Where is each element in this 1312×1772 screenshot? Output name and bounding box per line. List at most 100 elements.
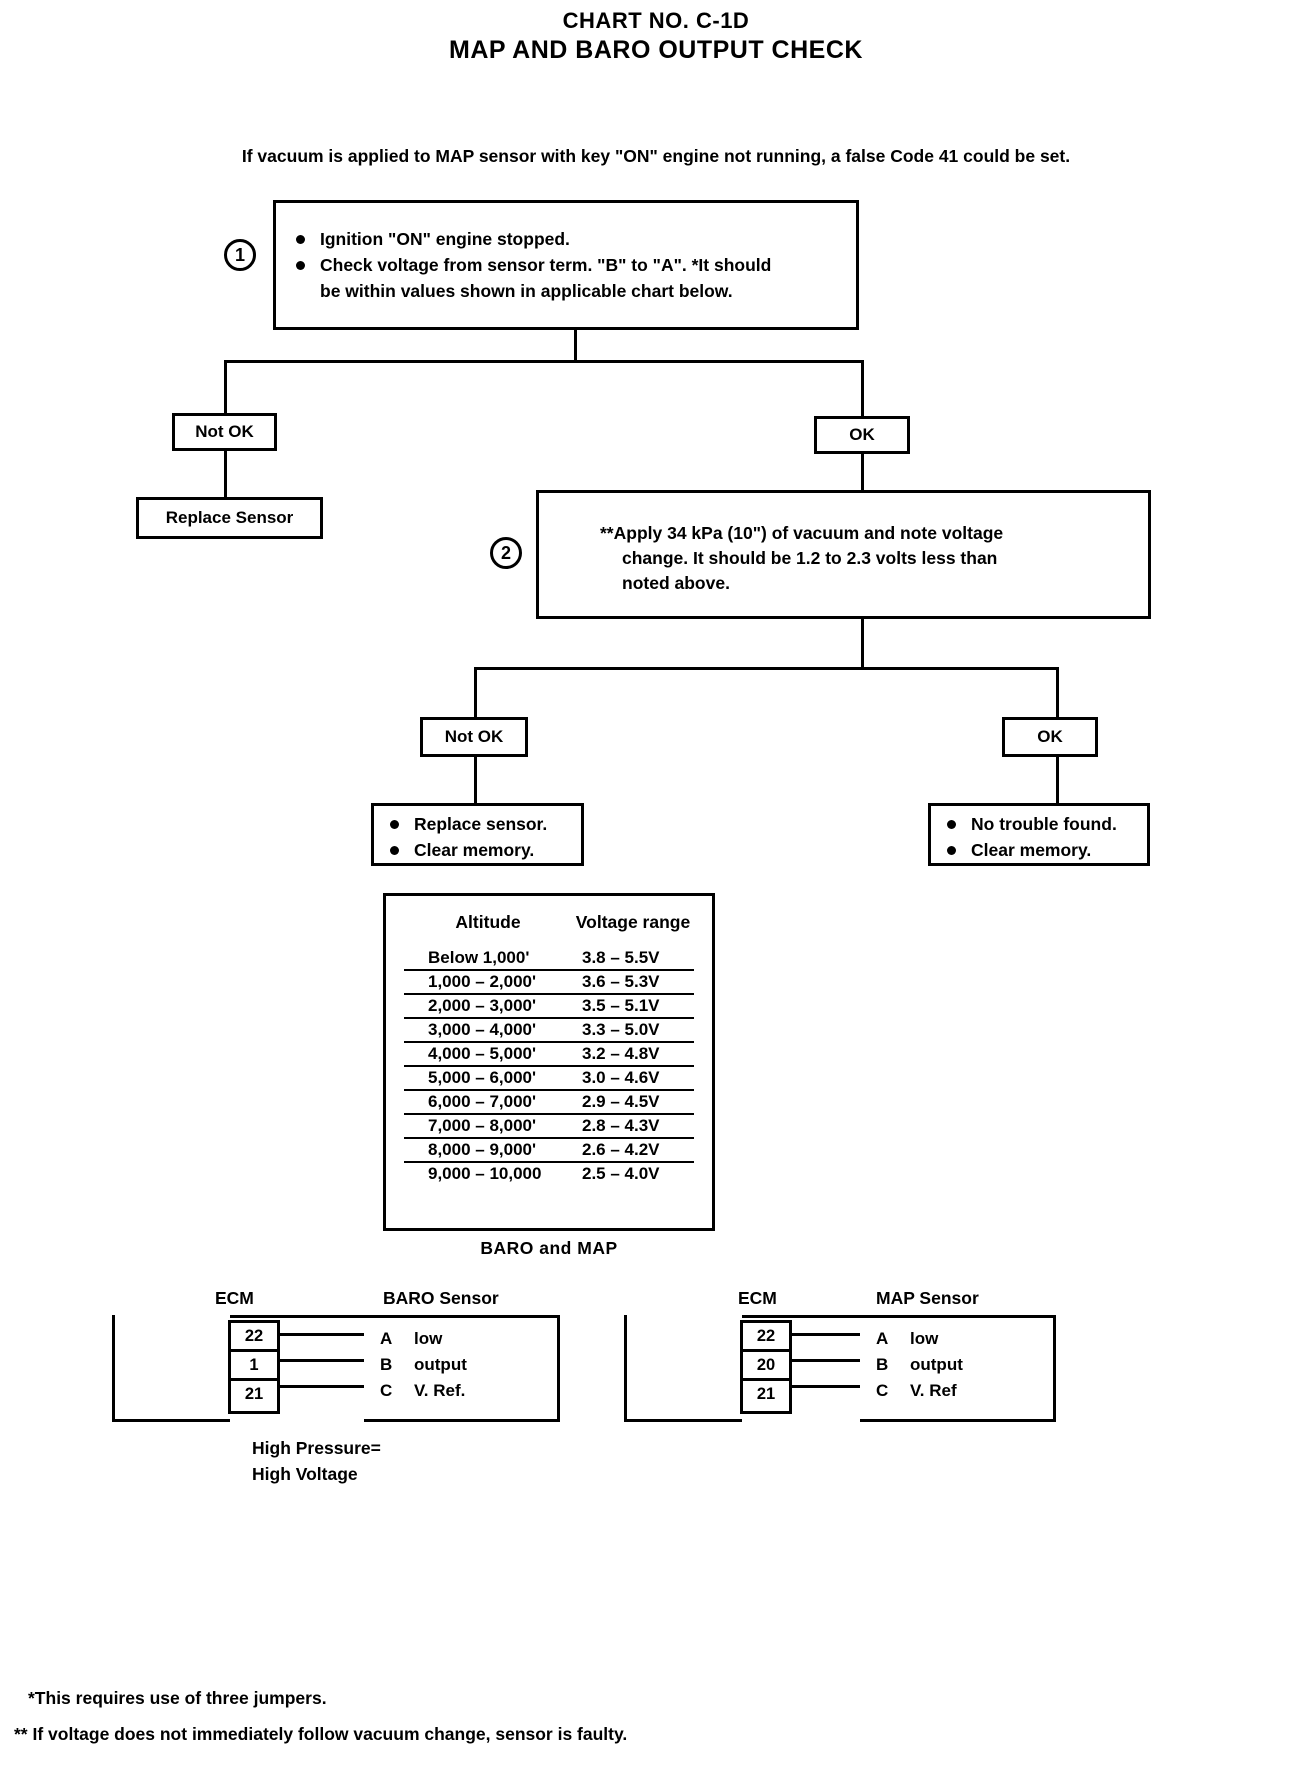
cell-voltage-range: 2.6 – 4.2V	[582, 1140, 660, 1159]
connector-to-ok2	[1056, 667, 1059, 717]
map-terminal-a: A low	[876, 1326, 1053, 1352]
baro-terminal-c-letter: C	[380, 1381, 393, 1400]
cell-altitude: 2,000 – 3,000'	[428, 996, 537, 1015]
cell-voltage-range: 2.8 – 4.3V	[582, 1116, 660, 1135]
baro-pin-3: 21	[244, 1384, 264, 1403]
cell-altitude: 5,000 – 6,000'	[428, 1068, 537, 1087]
cell-altitude: 9,000 – 10,000	[428, 1164, 542, 1183]
baro-sensor-label: BARO Sensor	[383, 1288, 499, 1308]
step-1-box: Ignition "ON" engine stopped. Check volt…	[273, 200, 859, 330]
map-terminal-c-name: V. Ref	[910, 1381, 957, 1400]
footnote-double-star: ** If voltage does not immediately follo…	[14, 1724, 628, 1744]
ok-2-actions-box: No trouble found. Clear memory.	[928, 803, 1150, 866]
map-terminal-a-name: low	[910, 1329, 939, 1348]
map-ecm-body	[624, 1315, 742, 1422]
branch-not-ok-1: Not OK	[172, 413, 277, 451]
chart-number: CHART NO. C-1D	[562, 8, 750, 33]
map-pin-2: 20	[743, 1352, 789, 1381]
map-wire-a	[792, 1333, 862, 1336]
cell-altitude: 3,000 – 4,000'	[428, 1020, 537, 1039]
cell-voltage-range: 3.6 – 5.3V	[582, 972, 660, 991]
baro-terminal-c-name: V. Ref.	[414, 1381, 466, 1400]
ok-2-action-list: No trouble found. Clear memory.	[943, 812, 1147, 863]
not-ok-2-action-2: Clear memory.	[386, 838, 581, 863]
high-pressure-note: High Pressure= High Voltage	[252, 1435, 381, 1488]
baro-pin-1: 22	[231, 1323, 277, 1352]
step-1-line-3: be within values shown in applicable cha…	[320, 280, 733, 301]
map-ecm-label: ECM	[738, 1288, 777, 1308]
cell-voltage-range: 3.3 – 5.0V	[582, 1020, 660, 1039]
connector-notok1-to-replace	[224, 451, 227, 497]
not-ok-2-action-1: Replace sensor.	[386, 812, 581, 837]
baro-pin-stack: 22 1 21	[228, 1320, 280, 1414]
not-ok-2-action-list: Replace sensor. Clear memory.	[386, 812, 581, 863]
table-caption: BARO and MAP	[480, 1238, 618, 1258]
connector-step2-down	[861, 619, 864, 669]
connector-to-ok1	[861, 360, 864, 416]
map-terminal-b-letter: B	[876, 1355, 889, 1374]
map-terminal-list: A low B output C V. Ref	[876, 1326, 1053, 1404]
step-2-number: 2	[490, 537, 522, 569]
map-wire-b	[792, 1359, 862, 1362]
table-row: 2,000 – 3,000' 3.5 – 5.1V	[404, 994, 694, 1018]
cell-voltage-range: 3.0 – 4.6V	[582, 1068, 660, 1087]
map-terminal-c-letter: C	[876, 1381, 889, 1400]
cell-altitude: 8,000 – 9,000'	[428, 1140, 537, 1159]
map-sensor-label: MAP Sensor	[876, 1288, 979, 1308]
step-2-line-1: **Apply 34 kPa (10") of vacuum and note …	[600, 523, 1004, 543]
ok-2-action-2: Clear memory.	[943, 838, 1147, 863]
step-1-number: 1	[224, 239, 256, 271]
table-row: 5,000 – 6,000' 3.0 – 4.6V	[404, 1066, 694, 1090]
map-terminal-b-name: output	[910, 1355, 963, 1374]
step-1-line-2: Check voltage from sensor term. "B" to "…	[292, 253, 856, 278]
ok-2-action-1: No trouble found.	[943, 812, 1147, 837]
table-row: 7,000 – 8,000' 2.8 – 4.3V	[404, 1114, 694, 1138]
cell-voltage-range: 3.2 – 4.8V	[582, 1044, 660, 1063]
baro-ecm-body	[112, 1315, 230, 1422]
branch-ok-1: OK	[814, 416, 910, 454]
map-top-rail	[624, 1315, 884, 1318]
cell-altitude: 4,000 – 5,000'	[428, 1044, 537, 1063]
branch-ok-2: OK	[1002, 717, 1098, 757]
high-pressure-note-line-2: High Voltage	[252, 1464, 358, 1485]
step-2-box: **Apply 34 kPa (10") of vacuum and note …	[536, 490, 1151, 619]
map-terminal-a-letter: A	[876, 1329, 889, 1348]
high-pressure-note-line-1: High Pressure=	[252, 1438, 381, 1458]
baro-terminal-a-letter: A	[380, 1329, 393, 1348]
voltage-range-table: Altitude Voltage range Below 1,000' 3.8 –…	[404, 912, 694, 1185]
baro-wire-c	[280, 1385, 366, 1388]
step-2-line-2: change. It should be 1.2 to 2.3 volts le…	[622, 547, 998, 568]
baro-pin-2: 1	[231, 1352, 277, 1381]
baro-wire-a	[280, 1333, 366, 1336]
column-header-voltage: Voltage range	[575, 912, 691, 932]
connector-step1-split	[224, 360, 864, 363]
cell-altitude: Below 1,000'	[428, 948, 530, 967]
cell-voltage-range: 3.5 – 5.1V	[582, 996, 660, 1015]
column-header-altitude: Altitude	[455, 912, 521, 932]
not-ok-2-actions-box: Replace sensor. Clear memory.	[371, 803, 584, 866]
baro-top-rail	[112, 1315, 387, 1318]
map-pin-3: 21	[756, 1384, 776, 1403]
cell-altitude: 7,000 – 8,000'	[428, 1116, 537, 1135]
baro-terminal-b-name: output	[414, 1355, 467, 1374]
table-row: 8,000 – 9,000' 2.6 – 4.2V	[404, 1138, 694, 1162]
step-2-text: **Apply 34 kPa (10") of vacuum and note …	[600, 521, 1148, 596]
map-pin-stack: 22 20 21	[740, 1320, 792, 1414]
table-row: 1,000 – 2,000'3.6 – 5.3V	[404, 970, 694, 994]
table-row: 6,000 – 7,000' 2.9 – 4.5V	[404, 1090, 694, 1114]
connector-notok2-to-actions	[474, 757, 477, 806]
baro-sensor-body: A low B output C V. Ref.	[364, 1315, 560, 1422]
baro-terminal-b-letter: B	[380, 1355, 393, 1374]
cell-altitude: 6,000 – 7,000'	[428, 1092, 537, 1111]
connector-ok1-to-step2	[861, 454, 864, 490]
cell-voltage-range: 3.8 – 5.5V	[582, 948, 660, 967]
connector-to-notok1	[224, 360, 227, 413]
table-row: 4,000 – 5,000' 3.2 – 4.8V	[404, 1042, 694, 1066]
intro-note: If vacuum is applied to MAP sensor with …	[241, 146, 1071, 166]
baro-terminal-c: C V. Ref.	[380, 1378, 557, 1404]
cell-voltage-range: 2.9 – 4.5V	[582, 1092, 660, 1111]
baro-wire-b	[280, 1359, 366, 1362]
baro-terminal-a-name: low	[414, 1329, 443, 1348]
baro-terminal-list: A low B output C V. Ref.	[380, 1326, 557, 1404]
